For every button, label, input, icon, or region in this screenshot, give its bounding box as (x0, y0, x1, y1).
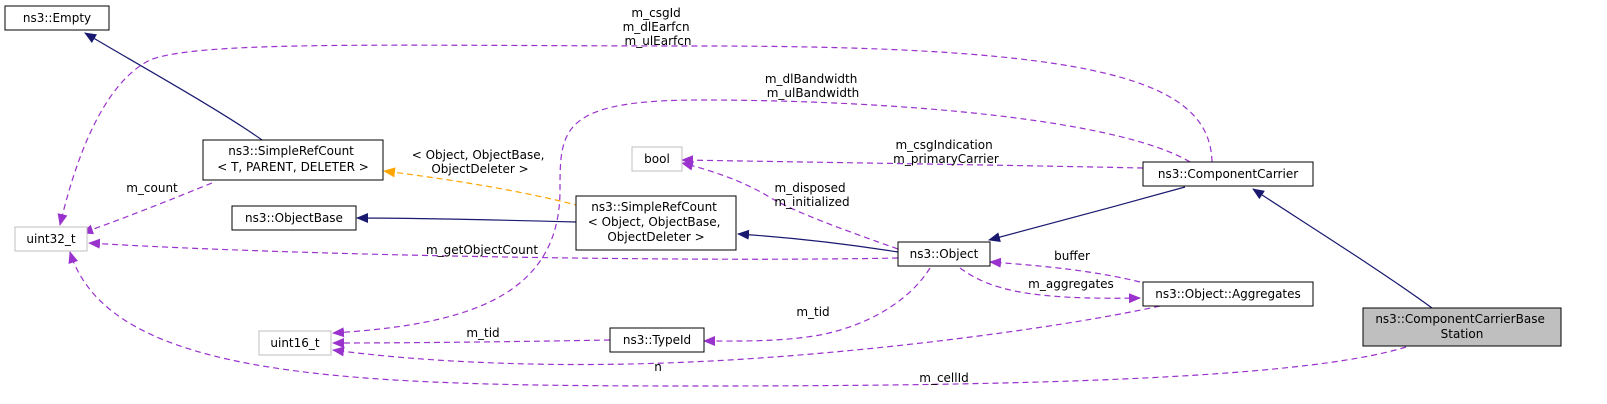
edge-ccbs-to-componentcarrier (1252, 188, 1433, 309)
node-simplerefcount-template-label: ns3::SimpleRefCount < T, PARENT, DELETER… (217, 144, 369, 174)
edge-simplerefcount-to-empty (84, 32, 263, 141)
edge-bandwidth-usage (332, 99, 1191, 338)
label-csg-1: m_csgId (631, 6, 680, 20)
label-disposed-1: m_disposed (775, 181, 846, 195)
node-componentcarrier[interactable]: ns3::ComponentCarrier (1142, 161, 1314, 187)
node-componentcarrier-label: ns3::ComponentCarrier (1158, 167, 1298, 181)
label-tid-object: m_tid (796, 305, 829, 319)
node-uint32-label: uint32_t (26, 232, 76, 246)
label-tid-typeid: m_tid (466, 326, 499, 340)
node-aggregates-label: ns3::Object::Aggregates (1155, 287, 1301, 301)
label-buffer: buffer (1054, 249, 1090, 263)
node-empty-label: ns3::Empty (23, 11, 91, 25)
edge-object-to-simplerefcountobj (737, 229, 899, 253)
edge-aggregates-usage (959, 267, 1141, 304)
edge-csg-usage (57, 44, 1213, 226)
node-uint32[interactable]: uint32_t (14, 226, 88, 252)
node-typeid[interactable]: ns3::TypeId (609, 327, 705, 353)
label-csg-2: m_dlEarfcn (623, 20, 690, 34)
edge-count-usage (81, 182, 213, 235)
node-aggregates[interactable]: ns3::Object::Aggregates (1142, 281, 1314, 307)
label-cell-id: m_cellId (919, 371, 969, 385)
label-csg-3: m_ulEarfcn (625, 34, 692, 48)
edge-csgindication-usage (681, 155, 1144, 169)
edge-tid-typeid-usage (332, 337, 611, 348)
label-csg-indication: m_csgIndication m_primaryCarrier (893, 138, 999, 166)
label-bandwidth-1: m_dlBandwidth (765, 72, 858, 86)
node-simplerefcount-template[interactable]: ns3::SimpleRefCount < T, PARENT, DELETER… (202, 139, 384, 181)
label-template-args: < Object, ObjectBase, ObjectDeleter > (412, 148, 549, 176)
label-n: n (654, 360, 662, 374)
edge-disposed-usage (681, 160, 899, 250)
node-uint16[interactable]: uint16_t (258, 330, 332, 356)
node-bool[interactable]: bool (631, 146, 683, 172)
edge-simplerefcountobj-to-objectbase (356, 213, 577, 224)
node-empty[interactable]: ns3::Empty (4, 5, 110, 31)
label-csg-indication-2: m_primaryCarrier (893, 152, 999, 166)
edge-object-to-componentcarrier (988, 186, 1186, 243)
label-bandwidth-2: m_ulBandwidth (767, 86, 860, 100)
label-disposed-2: m_initialized (774, 195, 849, 209)
label-get-object-count: m_getObjectCount (426, 243, 538, 257)
label-disposed: m_disposed m_initialized (774, 181, 849, 209)
node-objectbase[interactable]: ns3::ObjectBase (231, 205, 357, 231)
label-template-args-1: < Object, ObjectBase, (412, 148, 545, 162)
node-simplerefcount-object[interactable]: ns3::SimpleRefCount < Object, ObjectBase… (575, 195, 737, 251)
edge-buffer-usage (989, 257, 1141, 283)
label-count: m_count (126, 181, 178, 195)
node-componentcarrierbasestation-label: ns3::ComponentCarrierBase Station (1375, 312, 1548, 341)
label-csg-indication-1: m_csgIndication (895, 138, 992, 152)
node-componentcarrierbasestation[interactable]: ns3::ComponentCarrierBase Station (1362, 307, 1562, 347)
node-typeid-label: ns3::TypeId (623, 333, 691, 347)
edge-tid-object-usage (703, 267, 931, 347)
edge-n-usage (332, 305, 1161, 366)
edge-cellid-usage (68, 251, 1407, 387)
label-bandwidth: m_dlBandwidth m_ulBandwidth (765, 72, 861, 100)
label-csg: m_csgId m_dlEarfcn m_ulEarfcn (623, 6, 694, 48)
edge-template-instantiation (383, 167, 581, 207)
label-template-args-2: ObjectDeleter > (431, 162, 528, 176)
label-aggregates: m_aggregates (1028, 277, 1114, 291)
node-simplerefcount-object-label: ns3::SimpleRefCount < Object, ObjectBase… (588, 200, 725, 244)
node-object-label: ns3::Object (910, 247, 979, 261)
node-objectbase-label: ns3::ObjectBase (245, 211, 343, 225)
node-object[interactable]: ns3::Object (897, 241, 991, 267)
node-bool-label: bool (644, 152, 670, 166)
node-uint16-label: uint16_t (270, 336, 320, 350)
